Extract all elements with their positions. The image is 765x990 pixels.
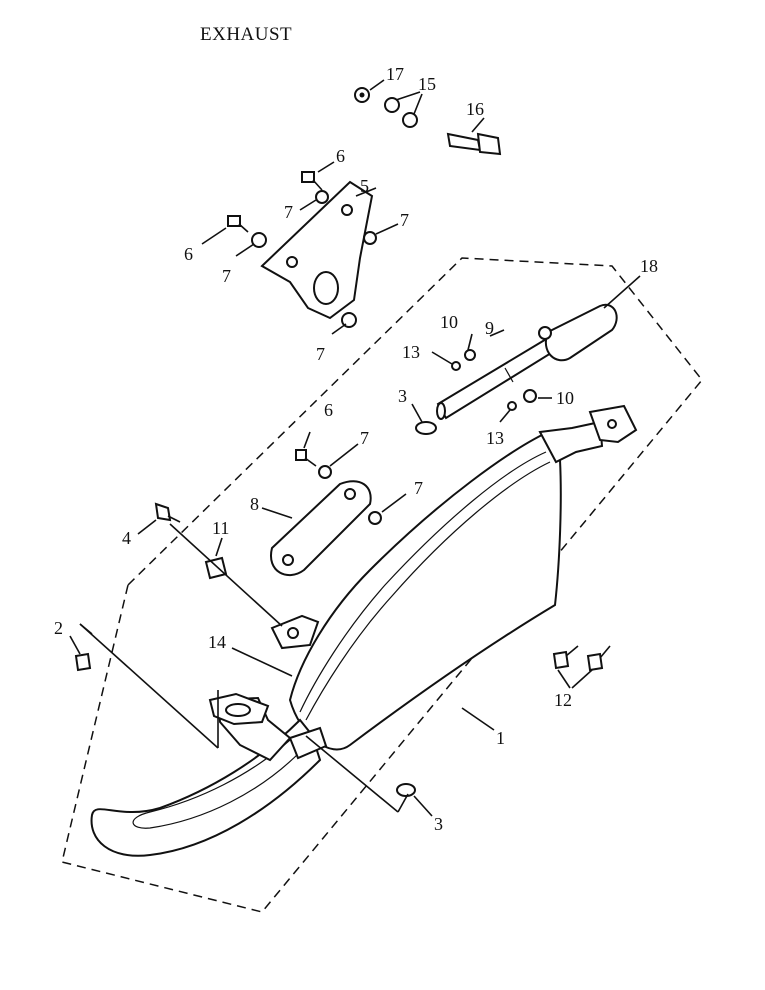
outlet-flange-hole: [607, 419, 617, 429]
washer-7c: [363, 231, 377, 245]
bolt-16: [446, 132, 482, 152]
callout-numbers: 17 15 16 6 5 7 6 7 7 7 18 10 9 13 3 10 1…: [54, 64, 658, 834]
bolt-6a: [301, 171, 315, 183]
bolt-4-shank: [167, 515, 181, 523]
muffler-assembly: [90, 404, 638, 857]
callout-2: 2: [54, 618, 63, 638]
stay-hole-upper: [344, 488, 356, 500]
nut-17-hole: [359, 92, 365, 98]
bolt-12b: [586, 652, 604, 672]
washer-15a: [384, 97, 400, 113]
bolt-6c-shank: [304, 457, 317, 467]
washer-7e: [318, 465, 332, 479]
callout-7-stay-right: 7: [414, 478, 423, 498]
callout-13-upper: 13: [402, 342, 420, 362]
callout-10-upper: 10: [440, 312, 458, 332]
header-pipe-inner: [132, 739, 301, 829]
callout-7-stay-top: 7: [360, 428, 369, 448]
callout-3-lower: 3: [434, 814, 443, 834]
callout-1: 1: [496, 728, 505, 748]
bracket-hole-2: [286, 256, 298, 268]
bolt-6b: [227, 215, 241, 227]
callout-8: 8: [250, 494, 259, 514]
bolt-4: [154, 502, 172, 522]
callout-9: 9: [485, 318, 494, 338]
callout-10-lower: 10: [556, 388, 574, 408]
callout-4: 4: [122, 528, 131, 548]
callout-13-lower: 13: [486, 428, 504, 448]
muffler-outlet: [538, 420, 604, 464]
muffler-stay: [269, 480, 372, 576]
callout-7-bracket-left: 7: [284, 202, 293, 222]
washer-7f: [368, 511, 382, 525]
hanger-bracket: [260, 180, 374, 320]
callout-14: 14: [208, 632, 226, 652]
diagram-title: EXHAUST: [200, 24, 293, 45]
port-opening: [225, 703, 251, 717]
leader-lines: [69, 79, 641, 817]
spark-arrester-tube: [436, 336, 558, 420]
muffler-seam-2: [305, 461, 551, 721]
tube-band: [504, 367, 514, 383]
muffler-seam: [299, 451, 547, 713]
callout-11: 11: [212, 518, 229, 538]
bolt-12a: [552, 650, 570, 670]
washer-15b: [402, 112, 418, 128]
bolt-6c: [295, 449, 307, 461]
washer-13b: [507, 401, 517, 411]
bolt-16-head: [476, 132, 502, 156]
tube-end: [436, 402, 446, 420]
callout-6-stay: 6: [324, 400, 333, 420]
mount-hole: [287, 627, 299, 639]
washer-7b: [251, 232, 267, 248]
callout-12: 12: [554, 690, 572, 710]
nut-10a: [464, 349, 476, 361]
callout-3-upper: 3: [398, 386, 407, 406]
gasket-3a: [415, 421, 437, 435]
bolt-12b-shank: [599, 645, 611, 659]
gasket-3b: [396, 783, 416, 797]
stay-hole-lower: [282, 554, 294, 566]
nut-10b: [523, 389, 537, 403]
spark-arrester-cap: [545, 303, 618, 362]
bolt-6b-shank: [238, 223, 249, 233]
callout-15: 15: [418, 74, 436, 94]
bolt-2: [74, 652, 92, 672]
callout-7-lower-left: 7: [222, 266, 231, 286]
callout-7-bottom: 7: [316, 344, 325, 364]
callout-18: 18: [640, 256, 658, 276]
cap-ring: [538, 326, 552, 340]
bracket-hole-1: [341, 204, 353, 216]
heat-shield-strap: [288, 726, 328, 760]
bolt-12a-shank: [565, 645, 579, 657]
callout-6-left: 6: [184, 244, 193, 264]
bolt-6a-shank: [312, 179, 323, 191]
callout-7-right: 7: [400, 210, 409, 230]
washer-13a: [451, 361, 461, 371]
assembly-boundary: [61, 257, 703, 913]
clip-nut-11: [204, 556, 228, 580]
washer-7a: [315, 190, 329, 204]
callout-5: 5: [360, 176, 369, 196]
callout-16: 16: [466, 99, 484, 119]
callout-17: 17: [386, 64, 404, 84]
bracket-slot: [313, 271, 339, 305]
callout-6-top: 6: [336, 146, 345, 166]
